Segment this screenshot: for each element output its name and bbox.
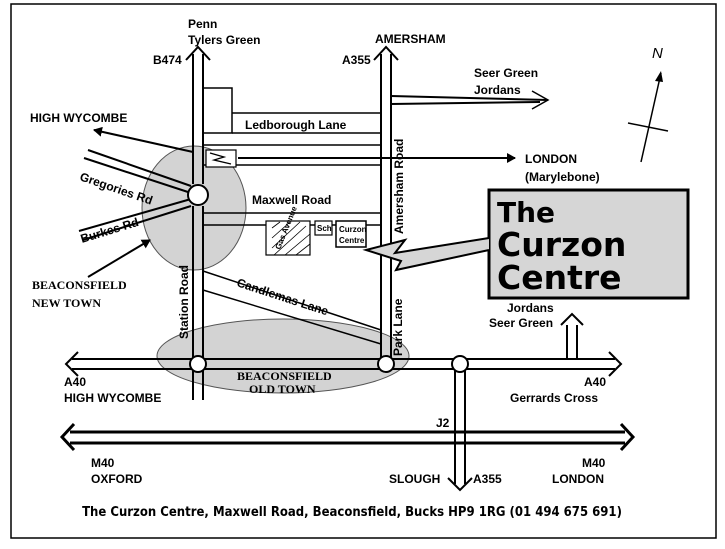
label-old-town: OLD TOWN (249, 382, 316, 396)
label-high-wycombe-bottom: HIGH WYCOMBE (64, 391, 161, 405)
callout-line3: Centre (497, 258, 622, 297)
label-curzon-line2: Centre (339, 236, 365, 245)
label-ledborough-lane: Ledborough Lane (245, 118, 347, 132)
label-amersham-road: Amersham Road (392, 139, 406, 234)
rail-station-icon (205, 149, 237, 168)
label-a355-bottom: A355 (473, 472, 502, 486)
roundabouts (187, 184, 469, 373)
label-london-bottom: LONDON (552, 472, 604, 486)
map-frame (10, 3, 717, 539)
label-a355-top: A355 (342, 53, 371, 67)
label-station-road: Station Road (177, 265, 191, 339)
label-school: Sch (317, 224, 332, 233)
label-seer-green-top: Seer Green (474, 66, 538, 80)
label-amersham: AMERSHAM (375, 32, 446, 46)
label-slough: SLOUGH (389, 472, 440, 486)
label-jordans-top: Jordans (474, 83, 521, 97)
callout-line1: The (497, 196, 555, 229)
curzon-block (265, 220, 367, 256)
label-burkes-rd: Burkes Rd (79, 215, 141, 246)
label-a40-left: A40 (64, 375, 86, 389)
curzon-callout: The Curzon Centre (362, 188, 690, 300)
label-m40-right: M40 (582, 456, 606, 470)
label-j2: J2 (436, 416, 450, 430)
m40-motorway (59, 422, 636, 452)
label-m40-left: M40 (91, 456, 115, 470)
label-beaconsfield-old: BEACONSFIELD (237, 369, 332, 383)
new-town-arrow (87, 239, 151, 278)
label-marylebone: (Marylebone) (525, 170, 600, 184)
west-roads (78, 149, 192, 241)
a40-road (64, 312, 623, 377)
footer-address: The Curzon Centre, Maxwell Road, Beacons… (82, 505, 622, 520)
label-curzon-line1: Curzon (339, 225, 367, 234)
label-b474: B474 (153, 53, 182, 67)
callout-line2: Curzon (497, 225, 626, 264)
label-a40-right: A40 (584, 375, 606, 389)
old-town-area (156, 318, 410, 394)
north-arrow-icon (627, 71, 669, 163)
label-jordans-bottom: Jordans (507, 301, 554, 315)
label-candlemas-lane: Candlemas Lane (235, 276, 330, 319)
label-penn: Penn (188, 17, 217, 31)
label-gregories-rd: Gregories Rd (78, 170, 154, 208)
label-london: LONDON (525, 152, 577, 166)
label-new-town: NEW TOWN (32, 296, 101, 310)
label-seer-green-bottom: Seer Green (489, 316, 553, 330)
local-roads (202, 87, 550, 345)
label-maxwell-road: Maxwell Road (252, 193, 331, 207)
north-label: N (652, 45, 663, 62)
label-oxford: OXFORD (91, 472, 143, 486)
label-tylers-green: Tylers Green (188, 33, 260, 47)
label-gerrards-cross: Gerrards Cross (510, 391, 598, 405)
high-wycombe-arrow (93, 126, 194, 153)
label-high-wycombe-top: HIGH WYCOMBE (30, 111, 127, 125)
label-beaconsfield-new: BEACONSFIELD (32, 278, 127, 292)
amersham-road (373, 45, 399, 360)
a355-south (447, 369, 473, 492)
label-park-lane: Park Lane (391, 298, 405, 356)
